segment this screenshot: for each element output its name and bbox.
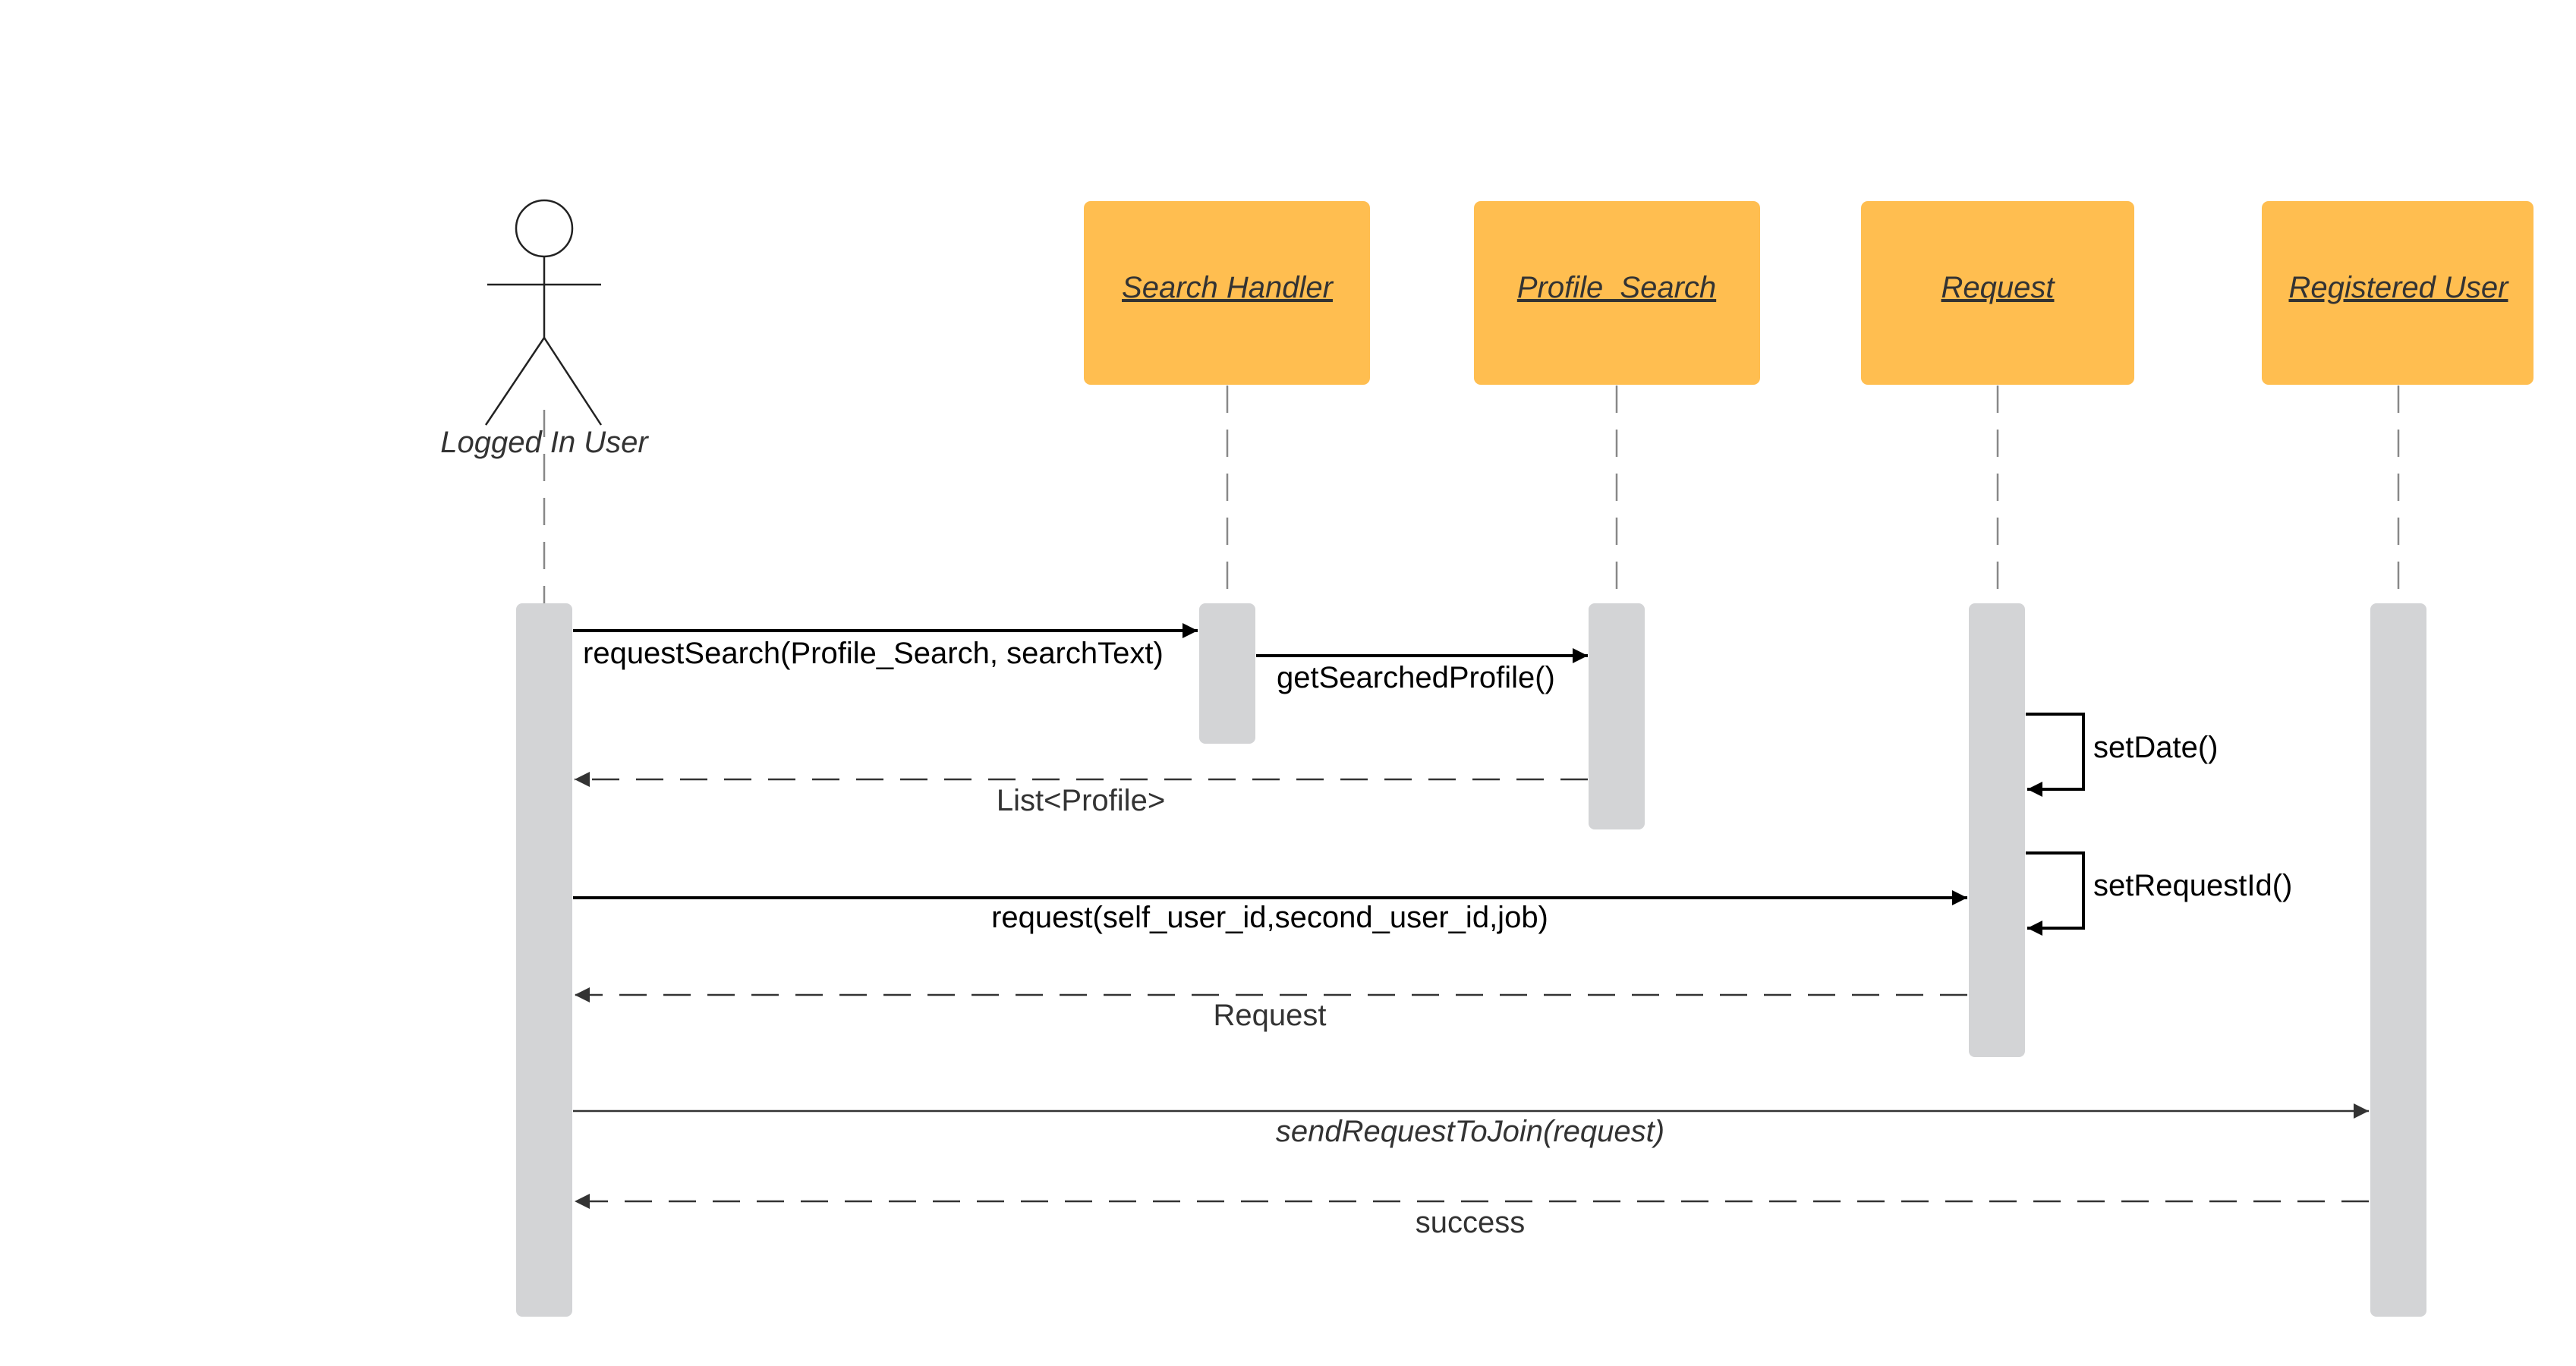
message-label-success: success: [1416, 1206, 1526, 1239]
message-label-get-searched-profile: getSearchedProfile(): [1277, 661, 1555, 694]
message-label-send-request-to-join: sendRequestToJoin(request): [1276, 1115, 1664, 1148]
object-box: [1474, 201, 1760, 385]
object-box: [2262, 201, 2533, 385]
actor-logged-in-user: [484, 199, 603, 426]
message-label-request-search: requestSearch(Profile_Search, searchText…: [583, 637, 1164, 670]
object-box: [1084, 201, 1370, 385]
actor-head: [515, 199, 574, 258]
message-arrow-set-date: [2026, 713, 2085, 797]
message-arrow-set-request-id: [2026, 851, 2085, 936]
message-label-list-profile: List<Profile>: [997, 784, 1165, 817]
object-name: Search Handler: [1122, 271, 1334, 304]
activation-request: [1969, 603, 2025, 1057]
object-name: Request: [1941, 271, 2056, 304]
activation-profile-search: [1589, 603, 1645, 829]
object-search-handler: Search Handler: [1084, 201, 1370, 385]
object-name: Profile Search: [1517, 271, 1716, 304]
message-label-set-request-id: setRequestId(): [2093, 869, 2292, 902]
object-registered-user: Registered User: [2262, 201, 2533, 385]
message-label-set-date: setDate(): [2093, 731, 2219, 764]
activation-logged-in-user: [516, 603, 572, 1317]
actor-right-leg: [543, 337, 603, 426]
actor-left-leg: [484, 337, 546, 426]
activation-search-handler: [1199, 603, 1255, 744]
actor-label: Logged In User: [440, 426, 649, 459]
message-label-request-return: Request: [1214, 999, 1327, 1032]
object-request: Request: [1861, 201, 2134, 385]
object-name: Registered User: [2288, 271, 2509, 304]
activation-registered-user: [2370, 603, 2426, 1317]
message-label-request-call: request(self_user_id,second_user_id,job): [991, 901, 1548, 934]
object-box: [1861, 201, 2134, 385]
object-profile-search: Profile Search: [1474, 201, 1760, 385]
